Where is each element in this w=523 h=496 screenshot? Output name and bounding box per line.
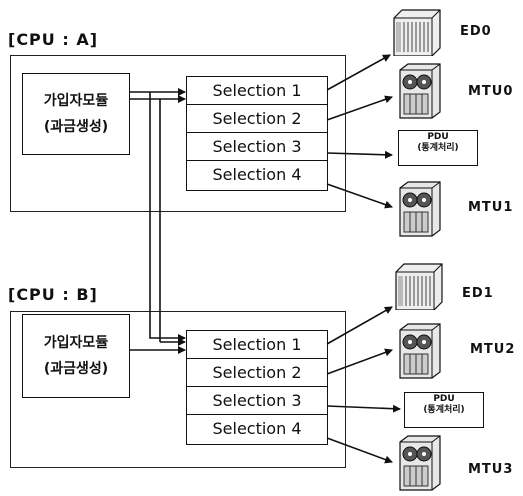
- arrow-sel1-ed0: [326, 54, 391, 91]
- cpu-b-subscriber-module: 가입자모듈 (과금생성): [22, 314, 130, 398]
- mtu3-tape-drive-icon: [399, 435, 441, 491]
- cpu-b-selection-2: Selection 2: [187, 359, 327, 387]
- mtu2-label: MTU2: [470, 342, 516, 357]
- mtu1-tape-drive-icon: [399, 181, 441, 237]
- arrow-sel4-mtu1: [326, 183, 393, 209]
- arrow-b-sel3-pdu: [326, 404, 401, 413]
- pdu-b-box: PDU (통계처리): [404, 392, 484, 428]
- cpu-a-selection-stack: Selection 1 Selection 2 Selection 3 Sele…: [186, 76, 328, 191]
- arrow-sel2-mtu0: [326, 95, 393, 121]
- cpu-b-module-line1: 가입자모듈: [43, 335, 109, 351]
- mtu0-label: MTU0: [468, 84, 514, 99]
- mtu2-tape-drive-icon: [399, 323, 441, 379]
- cpu-a-selection-4: Selection 4: [212, 165, 302, 184]
- cpu-b-selection-stack: Selection 1 Selection 2 Selection 3 Sele…: [186, 330, 328, 445]
- pdu-a-title: PDU: [427, 132, 449, 142]
- pdu-a-box: PDU (통계처리): [398, 130, 478, 166]
- cpu-a-subscriber-module: 가입자모듈 (과금생성): [22, 73, 130, 155]
- cpu-b-selection-3: Selection 3: [187, 387, 327, 415]
- pdu-a-subtitle: (통계처리): [417, 143, 459, 153]
- arrow-sel3-pdu: [326, 150, 393, 159]
- mtu1-label: MTU1: [468, 200, 514, 215]
- arrow-b-sel2-mtu2: [326, 348, 393, 375]
- cpu-a-selection-3: Selection 3: [187, 133, 327, 161]
- ed1-label: ED1: [462, 286, 494, 301]
- arrow-b-sel4-mtu3: [326, 437, 393, 464]
- cpu-b-selection-1: Selection 1: [187, 331, 327, 359]
- pdu-b-title: PDU: [433, 394, 455, 404]
- ed0-label: ED0: [460, 24, 492, 39]
- ed1-tape-icon: [395, 263, 443, 310]
- ed0-tape-icon: [393, 9, 441, 56]
- cpu-a-selection-1: Selection 1: [187, 77, 327, 105]
- cpu-a-label: [CPU : A]: [8, 30, 99, 49]
- cpu-a-module-line2: (과금생성): [43, 119, 109, 135]
- mtu3-label: MTU3: [468, 462, 514, 477]
- cpu-a-selection-2: Selection 2: [187, 105, 327, 133]
- cpu-b-selection-4: Selection 4: [212, 419, 302, 438]
- arrow-b-sel1-ed1: [326, 306, 393, 345]
- pdu-b-subtitle: (통계처리): [423, 405, 465, 415]
- cpu-b-label: [CPU : B]: [8, 285, 98, 304]
- mtu0-tape-drive-icon: [399, 63, 441, 119]
- cpu-b-module-line2: (과금생성): [43, 361, 109, 377]
- arrow-a-to-b-sel1: [149, 92, 186, 342]
- cpu-a-module-line1: 가입자모듈: [43, 93, 109, 109]
